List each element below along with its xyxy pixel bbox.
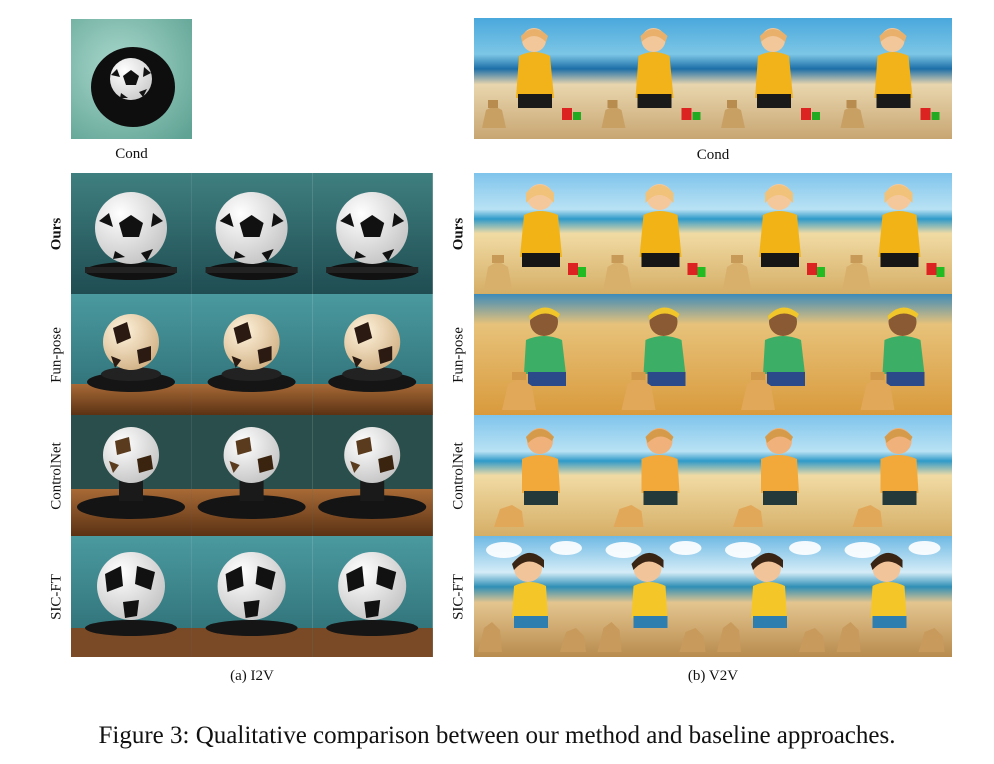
i2v-cond-image	[71, 19, 192, 139]
i2v-controlnet-row	[71, 415, 433, 536]
i2v-ours-row	[71, 173, 433, 294]
figure-caption: Figure 3: Qualitative comparison between…	[98, 722, 896, 749]
i2v-row-label-funpose: Fun-pose	[48, 327, 65, 383]
v2v-row-label-funpose: Fun-pose	[450, 327, 467, 383]
i2v-grid	[71, 173, 433, 657]
i2v-sicft-row	[71, 536, 433, 657]
v2v-row-label-controlnet: ControlNet	[450, 442, 467, 510]
v2v-cond-frames	[474, 18, 952, 139]
v2v-ours-row	[474, 173, 952, 294]
i2v-row-label-ours: Ours	[48, 217, 65, 251]
v2v-funpose-row	[474, 294, 952, 415]
v2v-cond-strip	[474, 18, 952, 139]
i2v-cond-label: Cond	[115, 146, 148, 162]
i2v-row-label-controlnet: ControlNet	[48, 442, 65, 510]
v2v-controlnet-row	[474, 415, 952, 536]
i2v-funpose-row	[71, 294, 433, 415]
v2v-grid	[474, 173, 952, 657]
v2v-row-label-ours: Ours	[450, 217, 467, 251]
i2v-row-label-sicft: SIC-FT	[48, 574, 65, 620]
v2v-cond-label: Cond	[696, 147, 730, 163]
i2v-panel-label: (a) I2V	[230, 668, 274, 684]
v2v-row-label-sicft: SIC-FT	[450, 574, 467, 620]
v2v-panel-label: (b) V2V	[687, 668, 739, 684]
v2v-sicft-row	[474, 536, 952, 657]
